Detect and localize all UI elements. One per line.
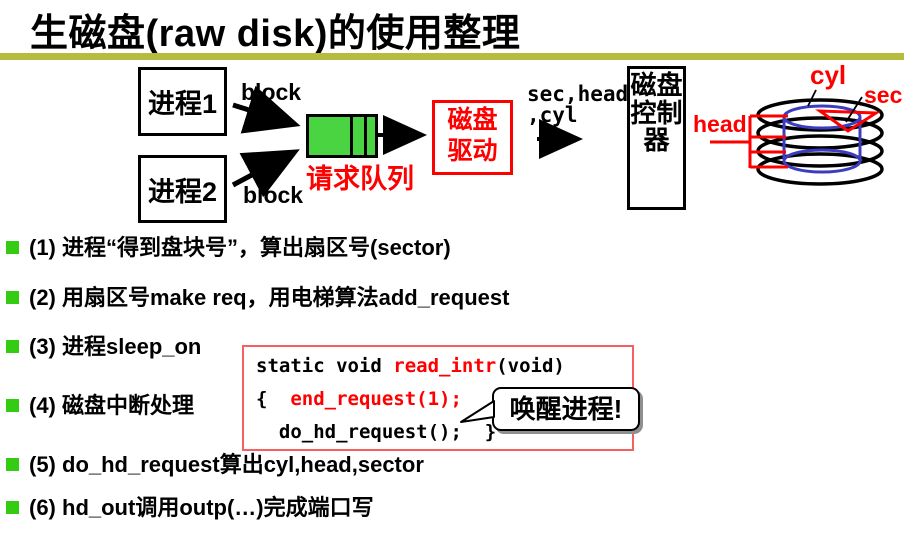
queue-cell-divider xyxy=(364,117,367,155)
queue-cell-divider xyxy=(350,117,353,155)
code-text: (void) xyxy=(496,355,565,377)
cyl-label: cyl xyxy=(810,60,847,90)
bullet-text: (5) do_hd_request算出cyl,head,sector xyxy=(29,452,424,477)
bullet-item-4: (4) 磁盘中断处理 xyxy=(6,391,886,420)
bullet-item-2: (2) 用扇区号make req，用电梯算法add_request xyxy=(6,283,886,312)
code-line-3: do_hd_request(); } xyxy=(256,421,497,443)
bullet-text: (3) 进程sleep_on xyxy=(29,334,202,359)
bullet-text: (6) hd_out调用outp(…)完成端口写 xyxy=(29,495,374,520)
sector-params-label: sec,head ,cyl xyxy=(527,82,629,127)
code-call-highlight: end_request(1); xyxy=(290,388,462,410)
title-underline xyxy=(0,53,904,60)
bullet-item-3: (3) 进程sleep_on xyxy=(6,332,886,361)
process2-label: 进程2 xyxy=(147,176,218,207)
block-label-bottom: block xyxy=(243,182,304,208)
code-line-2: { end_request(1); xyxy=(256,383,632,416)
label-lead-lines xyxy=(807,89,863,123)
head-arm xyxy=(710,114,788,169)
code-text: static void xyxy=(256,355,394,377)
bullet-item-5: (5) do_hd_request算出cyl,head,sector xyxy=(6,450,886,479)
disk-drawing xyxy=(710,89,884,186)
bullet-marker xyxy=(6,340,19,353)
head-label: head xyxy=(693,111,747,137)
process1-box: 进程1 xyxy=(138,67,227,136)
code-text: { xyxy=(256,388,291,410)
process1-label: 进程1 xyxy=(147,89,218,119)
bullet-marker xyxy=(6,458,19,471)
bullet-item-1: (1) 进程“得到盘块号”，算出扇区号(sector) xyxy=(6,233,886,262)
bullet-marker xyxy=(6,501,19,514)
process2-box: 进程2 xyxy=(138,155,227,223)
bullet-item-6: (6) hd_out调用outp(…)完成端口写 xyxy=(6,493,886,522)
sector-wedge xyxy=(815,109,881,133)
disk-controller-box: 磁盘控制器 xyxy=(627,66,686,210)
bullet-text: (4) 磁盘中断处理 xyxy=(29,393,195,418)
request-queue-box xyxy=(306,114,378,158)
block-label-top: block xyxy=(241,79,302,105)
code-box: static void read_intr(void) { end_reques… xyxy=(242,345,634,451)
flow-arrows xyxy=(231,85,583,198)
sec-label: sec xyxy=(864,82,903,108)
code-line-1: static void read_intr(void) xyxy=(256,350,632,383)
request-queue-label: 请求队列 xyxy=(306,164,414,194)
bullet-marker xyxy=(6,399,19,412)
page-title: 生磁盘(raw disk)的使用整理 xyxy=(30,13,521,55)
wakeup-callout: 唤醒进程! xyxy=(492,387,640,431)
bullet-marker xyxy=(6,291,19,304)
callout-tail xyxy=(460,400,495,423)
bullet-text: (1) 进程“得到盘块号”，算出扇区号(sector) xyxy=(29,235,451,260)
bullet-text: (2) 用扇区号make req，用电梯算法add_request xyxy=(29,285,510,310)
code-function-name: read_intr xyxy=(393,355,497,377)
disk-driver-box: 磁盘 驱动 xyxy=(432,100,513,175)
bullet-marker xyxy=(6,241,19,254)
